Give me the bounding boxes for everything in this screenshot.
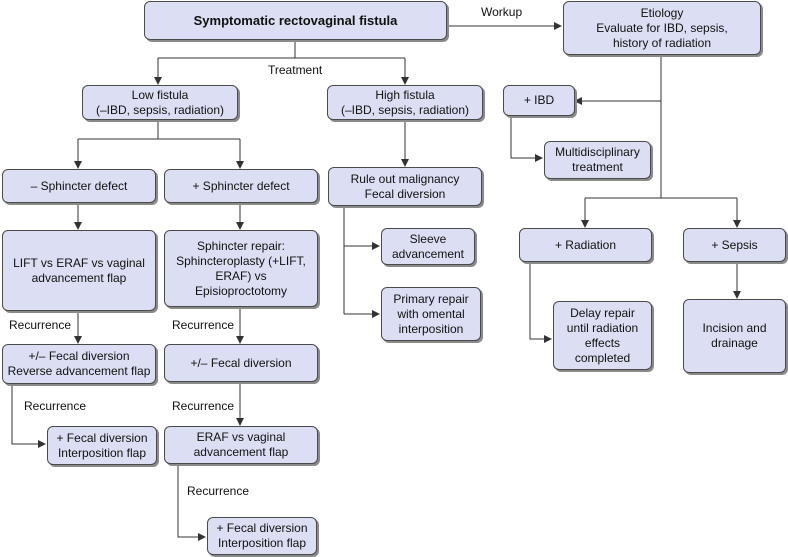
node-text: history of radiation [612, 35, 712, 50]
label-treatment: Treatment [268, 63, 323, 77]
label-recurrence: Recurrence [172, 399, 235, 413]
node-text: Sleeve [409, 231, 447, 246]
node-text: Sphincteroplasty (+LIFT, [176, 253, 306, 268]
edge-root-branch [158, 42, 405, 59]
node-minus-sphincter: – Sphincter defect [2, 169, 156, 203]
node-text: ERAF vs vaginal [196, 430, 286, 444]
node-text: (–IBD, sepsis, radiation) [340, 102, 470, 117]
node-text: advancement [391, 246, 465, 261]
node-text: +/– Fecal diversion [28, 349, 130, 363]
node-etiology: Etiology Evaluate for IBD, sepsis, histo… [563, 1, 761, 55]
node-text: + Radiation [554, 237, 617, 252]
node-root: Symptomatic rectovaginal fistula [144, 1, 447, 40]
node-low-fistula: Low fistula (–IBD, sepsis, radiation) [82, 85, 238, 120]
edge-fecal-interp-left [11, 385, 46, 448]
label-workup: Workup [481, 5, 523, 19]
node-text: Reverse advancement flap [7, 364, 151, 378]
node-text: Rule out malignancy [350, 171, 460, 186]
label-recurrence: Recurrence [172, 318, 235, 332]
node-text: with omental [397, 306, 465, 321]
node-text: + Sphincter defect [192, 178, 290, 193]
label-recurrence: Recurrence [24, 399, 87, 413]
node-text: Symptomatic rectovaginal fistula [193, 13, 398, 28]
node-text: ERAF) vs [215, 268, 267, 283]
node-text: Incision and [702, 321, 767, 335]
node-text: Fecal diversion [364, 186, 446, 201]
node-text: – Sphincter defect [30, 178, 128, 193]
node-text: advancement flap [193, 445, 289, 459]
node-text: advancement flap [31, 270, 127, 285]
node-text: drainage [711, 336, 758, 350]
node-text: + Fecal diversion [56, 430, 148, 445]
node-text: effects [584, 335, 621, 350]
node-text: Interposition flap [57, 445, 147, 460]
node-text: completed [574, 350, 631, 365]
node-interp-bottom: + Fecal diversion Interposition flap [207, 517, 317, 555]
node-eraf-vaginal: ERAF vs vaginal advancement flap [164, 426, 318, 464]
node-plus-sphincter: + Sphincter defect [164, 169, 318, 203]
node-interp-left: + Fecal diversion Interposition flap [47, 426, 157, 465]
node-text: High fistula [375, 87, 435, 102]
node-text: Etiology [640, 5, 684, 20]
node-primary-repair: Primary repair with omental interpositio… [381, 287, 481, 341]
node-incision: Incision and drainage [683, 299, 786, 373]
node-lift: LIFT vs ERAF vs vaginal advancement flap [2, 230, 156, 311]
node-sleeve: Sleeve advancement [381, 228, 475, 265]
edge-eraf-interp-bottom [177, 465, 206, 541]
node-text: + IBD [523, 93, 555, 107]
edge-low-branch [78, 121, 240, 140]
node-multidisciplinary: Multidisciplinary treatment [544, 141, 651, 179]
node-text: Low fistula [131, 87, 189, 102]
node-text: + Sepsis [711, 237, 758, 252]
node-text: Multidisciplinary [555, 145, 640, 159]
node-text: Primary repair [393, 291, 469, 306]
node-fecal-diversion-mid: +/– Fecal diversion [164, 344, 318, 382]
node-ibd: + IBD [503, 85, 575, 116]
node-text: (–IBD, sepsis, radiation) [95, 102, 225, 117]
node-text: + Fecal diversion [216, 521, 308, 535]
node-text: Interposition flap [217, 536, 307, 550]
edge-ibd-multidisciplinary [510, 117, 543, 162]
node-rule-out: Rule out malignancy Fecal diversion [328, 167, 482, 206]
label-recurrence: Recurrence [9, 318, 72, 332]
node-radiation: + Radiation [519, 228, 652, 262]
node-sphincter-repair: Sphincter repair: Sphincteroplasty (+LIF… [164, 230, 318, 307]
node-text: interposition [398, 321, 464, 336]
node-text: Delay repair [570, 305, 635, 320]
node-text: Episioproctotomy [194, 283, 288, 298]
node-text: +/– Fecal diversion [190, 355, 292, 370]
node-text: until radiation [566, 320, 639, 335]
node-text: Evaluate for IBD, sepsis, [596, 20, 728, 35]
label-recurrence: Recurrence [187, 484, 250, 498]
node-delay-repair: Delay repair until radiation effects com… [553, 301, 652, 370]
edge-radiation-delay [529, 263, 552, 343]
node-fecal-reverse: +/– Fecal diversion Reverse advancement … [2, 344, 156, 384]
node-text: LIFT vs ERAF vs vaginal [13, 255, 145, 270]
node-sepsis: + Sepsis [683, 228, 786, 262]
node-text: Sphincter repair: [196, 238, 286, 253]
node-text: treatment [572, 160, 623, 174]
node-high-fistula: High fistula (–IBD, sepsis, radiation) [327, 85, 483, 120]
